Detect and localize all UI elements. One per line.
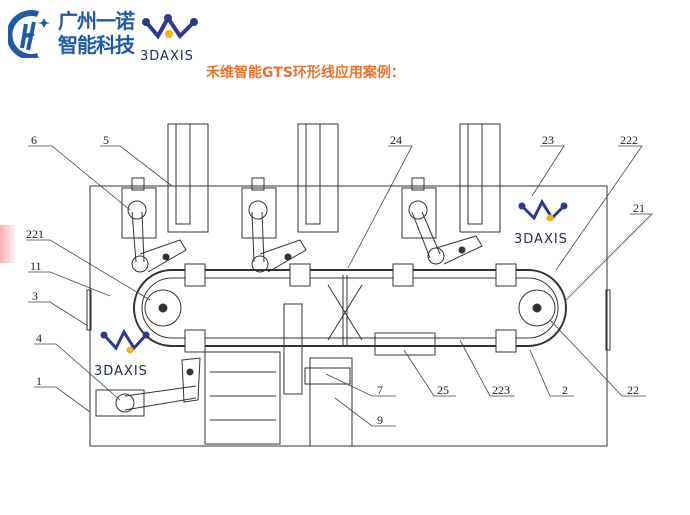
part-label-25: 25 [437, 383, 449, 397]
station-2 [241, 123, 339, 273]
brand-logo-icon: 3DAXIS [140, 14, 198, 64]
part-9-block [309, 357, 353, 447]
vertical-plate [283, 303, 303, 395]
side-bracket-right [605, 289, 611, 351]
part-7-block [304, 367, 351, 385]
part-label-5: 5 [103, 133, 109, 147]
part-label-9: 9 [377, 413, 383, 427]
lower-frame [204, 351, 281, 445]
station-3 [401, 123, 501, 265]
company-logo: 广州一诺 智能科技 [8, 8, 138, 60]
conveyor-loop [133, 269, 567, 347]
part-label-21: 21 [633, 201, 645, 215]
part-4-motor [95, 389, 145, 417]
watermark-logo-left: 3DAXIS [94, 328, 150, 379]
part-label-223: 223 [492, 383, 510, 397]
watermark-text-right: 3DAXIS [514, 232, 568, 247]
part-label-3: 3 [32, 289, 38, 303]
conveyor-inner-track [141, 277, 559, 339]
station-1 [121, 123, 209, 273]
leader-lines [26, 145, 653, 427]
drive-wheel-right [518, 289, 556, 327]
page-title: 禾维智能GTS环形线应用案例： [206, 65, 405, 81]
company-name-line1: 广州一诺 [58, 9, 135, 33]
brand-logo-text: 3DAXIS [140, 49, 194, 62]
company-name-line2: 智能科技 [58, 33, 135, 57]
part-label-4: 4 [36, 331, 42, 345]
watermark-logo-right: 3DAXIS [514, 198, 568, 247]
part-label-1: 1 [36, 374, 42, 388]
drive-wheel-left [144, 289, 182, 327]
company-logo-icon [8, 10, 50, 58]
part-label-24: 24 [390, 133, 402, 147]
part-label-6: 6 [31, 133, 37, 147]
part-label-23: 23 [542, 133, 554, 147]
part-label-222: 222 [620, 133, 638, 147]
part-label-7: 7 [377, 383, 383, 397]
brand-logo: 3DAXIS [140, 10, 212, 64]
red-edge-mark [0, 225, 14, 263]
part-label-22: 22 [627, 383, 639, 397]
part-label-221: 221 [26, 227, 44, 241]
part-label-2: 2 [562, 383, 568, 397]
part-label-11: 11 [30, 259, 42, 273]
module-25 [374, 332, 436, 356]
movers [184, 263, 517, 353]
cross-brace [327, 275, 363, 345]
side-bracket-left [86, 289, 92, 331]
part-labels: 6 5 24 23 222 21 221 11 3 4 1 7 25 223 2… [26, 133, 645, 427]
watermark-text-left: 3DAXIS [94, 364, 148, 379]
